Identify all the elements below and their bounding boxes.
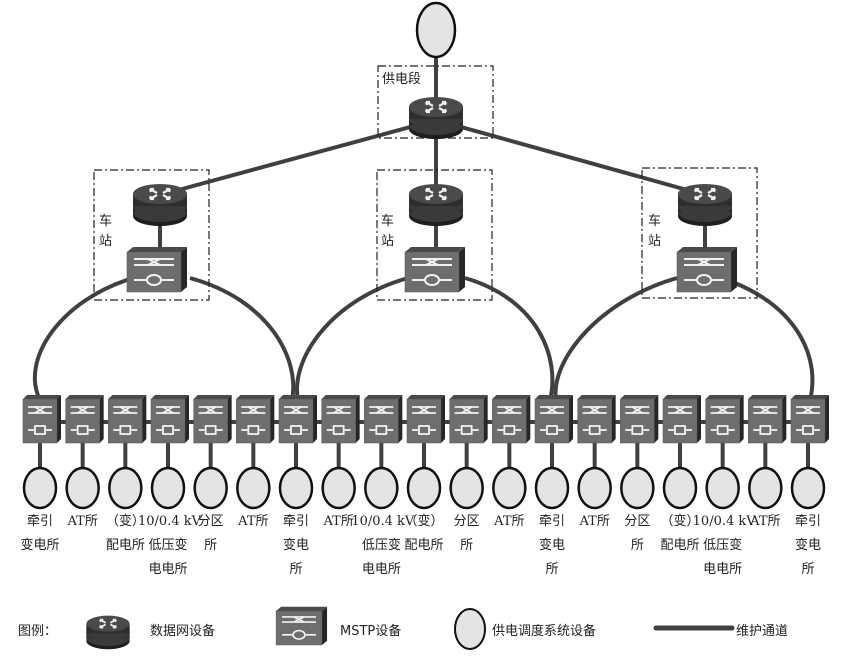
substation-dispatch-device[interactable] — [321, 466, 356, 510]
legend-graphics — [85, 605, 735, 651]
substation-label: 牵引 变电 所 — [282, 514, 309, 577]
substation-mstp-switch[interactable] — [619, 394, 660, 444]
substation-dispatch-device[interactable] — [790, 466, 826, 510]
middle-station-mstp-switch[interactable] — [404, 246, 466, 293]
substation-mstp-switch[interactable] — [278, 394, 318, 444]
substation-mstp-switch[interactable] — [576, 394, 617, 444]
substation-mstp-switch[interactable] — [150, 394, 190, 444]
legend-label-mstp: MSTP设备 — [340, 624, 402, 639]
substation-label: （变） 配电所 — [404, 514, 444, 553]
substation-label: 牵引 变电所 — [20, 514, 60, 553]
top-dispatch-device[interactable] — [415, 1, 457, 59]
legend-label-data-network: 数据网设备 — [150, 624, 216, 639]
left-station-mstp-switch[interactable] — [126, 246, 188, 293]
substation-label: 分区 所 — [624, 514, 651, 553]
substation-dispatch-device[interactable] — [449, 466, 484, 510]
link-section-to-left-station — [159, 118, 437, 197]
arc-left-station-left — [33, 276, 134, 401]
substation-label: 牵引 变电 所 — [794, 514, 821, 577]
station-middle-label: 车 站 — [381, 214, 395, 249]
substation-label: AT所 — [494, 514, 525, 529]
substation-label: 牵引 变电 所 — [538, 514, 565, 577]
station-right-label: 车 站 — [648, 214, 662, 249]
substation-mstp-switch[interactable] — [704, 394, 745, 444]
station-left-label: 车 站 — [99, 214, 113, 249]
substation-mstp-switch[interactable] — [790, 394, 830, 444]
substation-dispatch-device[interactable] — [492, 466, 527, 510]
substation-mstp-switch[interactable] — [320, 394, 361, 444]
substation-dispatch-device[interactable] — [278, 466, 314, 510]
substation-mstp-switch[interactable] — [64, 394, 105, 444]
arc-right-station-left — [553, 276, 678, 401]
legend-title: 图例： — [18, 624, 58, 639]
substation-label: （变） 配电所 — [105, 514, 145, 553]
substation-label: 分区 所 — [453, 514, 480, 553]
region-box-station-right — [641, 167, 758, 299]
substation-dispatch-device[interactable] — [662, 466, 698, 510]
substation-mstp-switch[interactable] — [363, 394, 404, 444]
legend-label-channel: 维护通道 — [736, 624, 789, 639]
substation-mstp-switch[interactable] — [448, 394, 489, 444]
arc-left-station-right — [189, 276, 296, 401]
substation-label: 分区 所 — [197, 514, 224, 553]
middle-station-data-router[interactable] — [407, 182, 465, 228]
link-section-to-right-station — [435, 118, 706, 197]
substation-dispatch-device[interactable] — [364, 466, 399, 510]
substation-mstp-switch[interactable] — [192, 394, 233, 444]
substation-label: AT所 — [323, 514, 354, 529]
substation-mstp-switch[interactable] — [747, 394, 788, 444]
region-box-station-middle — [376, 169, 493, 301]
substation-label: 10/0.4 kV 低压变 电电所 — [692, 514, 756, 577]
legend-data-router-icon — [85, 614, 131, 651]
substation-dispatch-device[interactable] — [236, 466, 271, 510]
substation-mstp-switch[interactable] — [107, 394, 148, 444]
legend-mstp-switch-icon — [275, 605, 328, 646]
substation-mstp-switch[interactable] — [406, 394, 446, 444]
substation-label: AT所 — [579, 514, 610, 529]
substation-mstp-switch[interactable] — [662, 394, 702, 444]
substation-dispatch-device[interactable] — [620, 466, 655, 510]
substation-label: AT所 — [750, 514, 781, 529]
arc-right-station-right — [734, 281, 815, 401]
substation-label: 10/0.4 kV 低压变 电电所 — [351, 514, 415, 577]
substation-dispatch-device[interactable] — [577, 466, 612, 510]
substation-dispatch-device[interactable] — [705, 466, 740, 510]
substation-label: （变） 配电所 — [660, 514, 700, 553]
right-station-data-router[interactable] — [676, 182, 734, 228]
substation-dispatch-device[interactable] — [534, 466, 570, 510]
substation-dispatch-device[interactable] — [193, 466, 228, 510]
right-station-mstp-switch[interactable] — [676, 246, 738, 293]
section-data-router[interactable] — [407, 95, 465, 141]
substation-label: 10/0.4 kV 低压变 电电所 — [138, 514, 201, 577]
arc-middle-station-right — [464, 276, 555, 401]
substation-dispatch-device[interactable] — [65, 466, 100, 510]
supply-section-label: 供电段 — [382, 72, 422, 87]
legend-dispatch-device-icon — [454, 608, 486, 650]
substation-mstp-switch[interactable] — [235, 394, 276, 444]
substation-mstp-switch[interactable] — [22, 394, 62, 444]
substation-mstp-switch[interactable] — [534, 394, 574, 444]
arc-middle-station-left — [295, 276, 409, 401]
substation-dispatch-device[interactable] — [150, 466, 186, 510]
substation-dispatch-device[interactable] — [22, 466, 58, 510]
substation-label: AT所 — [238, 514, 269, 529]
substation-dispatch-device[interactable] — [406, 466, 442, 510]
substation-mstp-switch[interactable] — [491, 394, 532, 444]
substation-dispatch-device[interactable] — [108, 466, 143, 510]
region-box-station-left — [93, 169, 210, 301]
maintenance-channel-links — [33, 40, 815, 424]
substation-dispatch-device[interactable] — [748, 466, 783, 510]
left-station-data-router[interactable] — [131, 182, 189, 228]
substation-label: AT所 — [67, 514, 98, 529]
legend-label-dispatch: 供电调度系统设备 — [492, 624, 597, 639]
